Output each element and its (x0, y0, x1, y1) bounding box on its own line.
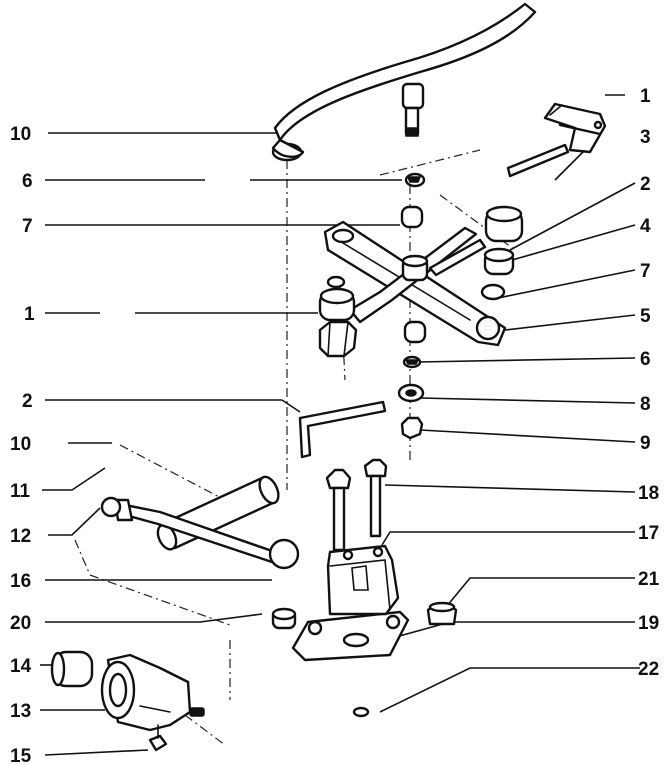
bushing-20 (271, 607, 297, 630)
callout-22: 22 (638, 659, 659, 680)
mount-bracket-17-19 (291, 544, 410, 662)
circlip-upper (404, 172, 426, 188)
rod-with-ball-16 (113, 498, 300, 570)
callout-20: 20 (10, 613, 31, 634)
callout-15: 15 (10, 746, 32, 765)
callout-7-right: 7 (640, 261, 651, 282)
bolts-18 (325, 458, 388, 552)
callout-21: 21 (638, 569, 660, 590)
nut-21 (426, 601, 458, 626)
callout-labels: 10 6 7 1 2 10 11 12 16 20 14 13 15 1 3 2… (10, 86, 660, 765)
leader-lines (40, 94, 640, 756)
callout-2-right: 2 (640, 174, 651, 195)
cross-linkage-assembly (323, 220, 515, 347)
callout-14: 14 (10, 656, 32, 677)
shift-lever-upper (271, 2, 537, 162)
l-pin-2 (298, 400, 387, 459)
callout-1-left: 1 (24, 304, 35, 325)
callout-18: 18 (638, 483, 659, 504)
callout-3: 3 (640, 127, 651, 148)
bushing-nut-1 (318, 287, 358, 358)
cap-22 (352, 706, 370, 718)
callout-1-right: 1 (640, 86, 651, 107)
callout-13: 13 (10, 701, 31, 722)
callout-10-upper: 10 (10, 124, 31, 145)
lower-left-assembly (50, 650, 205, 752)
callout-11: 11 (10, 481, 31, 502)
callout-9: 9 (640, 433, 651, 454)
callout-12: 12 (10, 526, 31, 547)
callout-10-lower: 10 (10, 434, 31, 455)
callout-17: 17 (638, 523, 659, 544)
bracket-upper (506, 102, 607, 178)
callout-5: 5 (640, 306, 651, 327)
ball-12 (100, 496, 122, 518)
callout-6-right: 6 (640, 349, 651, 370)
callout-8: 8 (640, 394, 651, 415)
callout-6-left: 6 (22, 171, 33, 192)
bushing-upper (400, 205, 424, 229)
right-small-parts-stack (397, 320, 427, 440)
callout-16: 16 (10, 571, 31, 592)
callout-7-left: 7 (22, 216, 33, 237)
callout-19: 19 (638, 613, 659, 634)
callout-2-left: 2 (22, 391, 33, 412)
large-bushing-3 (484, 205, 524, 243)
callout-4: 4 (640, 216, 651, 237)
